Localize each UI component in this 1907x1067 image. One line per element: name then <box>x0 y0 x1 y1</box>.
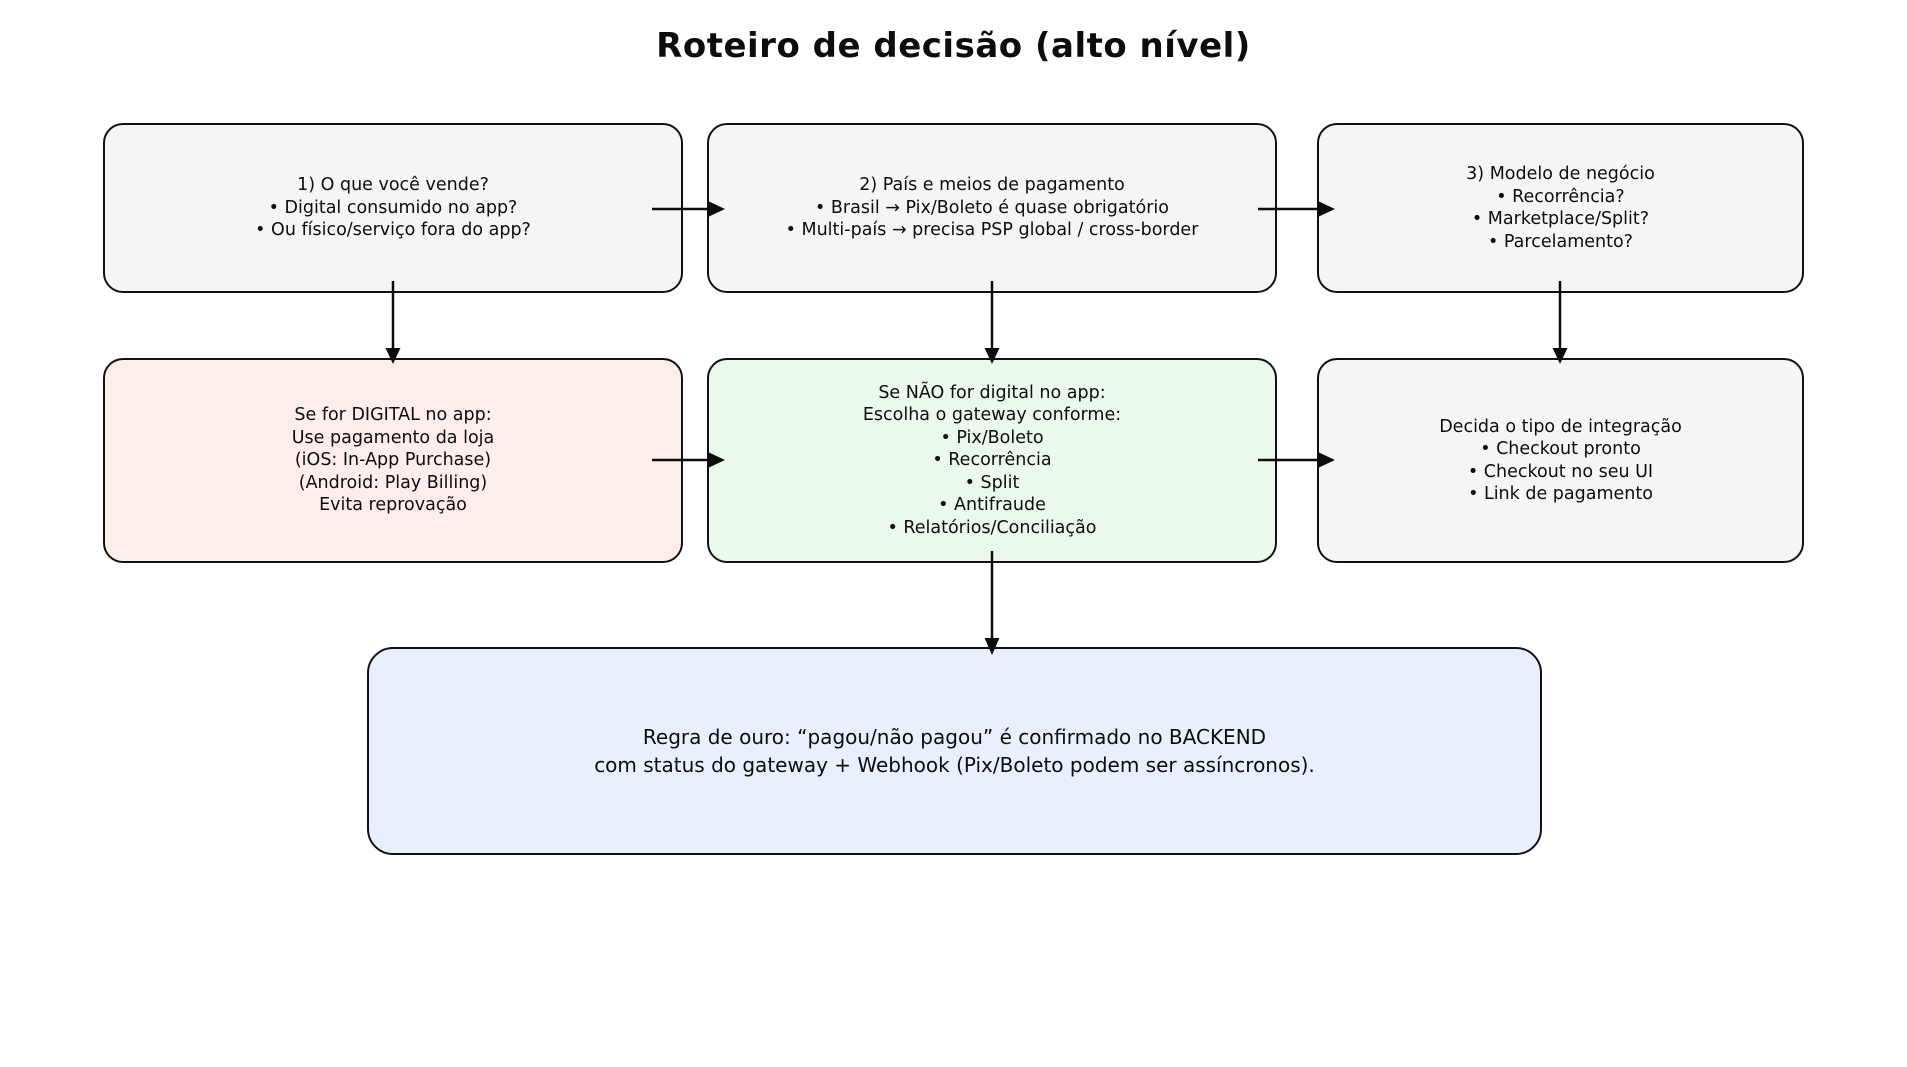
box-digital-no-app-text: Se for DIGITAL no app: Use pagamento da … <box>291 405 495 516</box>
box-pais-e-meios-de-pagamento-text: 2) País e meios de pagamento • Brasil → … <box>785 175 1199 241</box>
box-o-que-voce-vende-text: 1) O que você vende? • Digital consumido… <box>255 175 531 241</box>
box-modelo-de-negocio: 3) Modelo de negócio • Recorrência? • Ma… <box>1317 123 1804 293</box>
box-modelo-de-negocio-text: 3) Modelo de negócio • Recorrência? • Ma… <box>1466 164 1655 252</box>
box-pais-e-meios-de-pagamento: 2) País e meios de pagamento • Brasil → … <box>707 123 1277 293</box>
arrow-gateway-to-regra <box>984 551 1000 655</box>
box-tipo-de-integracao: Decida o tipo de integração • Checkout p… <box>1317 358 1804 563</box>
box-tipo-de-integracao-text: Decida o tipo de integração • Checkout p… <box>1439 416 1682 505</box>
box-nao-digital-no-app-text: Se NÃO for digital no app: Escolha o gat… <box>862 382 1122 538</box>
box-o-que-voce-vende: 1) O que você vende? • Digital consumido… <box>103 123 683 293</box>
arrow-modelo-to-integracao <box>1552 281 1568 364</box>
diagram-title: Roteiro de decisão (alto nível) <box>656 26 1251 66</box>
box-digital-no-app: Se for DIGITAL no app: Use pagamento da … <box>103 358 683 563</box>
arrow-vende-to-digital <box>385 281 401 364</box>
box-regra-de-ouro-text: Regra de ouro: “pagou/não pagou” é confi… <box>594 725 1315 777</box>
box-regra-de-ouro: Regra de ouro: “pagou/não pagou” é confi… <box>367 647 1542 855</box>
arrow-pais-to-gateway <box>984 281 1000 364</box>
box-nao-digital-no-app: Se NÃO for digital no app: Escolha o gat… <box>707 358 1277 563</box>
